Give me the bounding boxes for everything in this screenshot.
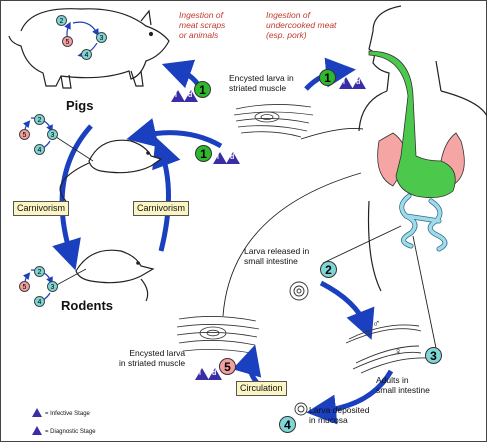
digestive-tract — [368, 50, 456, 199]
stage-4-circle: 4 — [279, 416, 296, 433]
pig-stage-4: 4 — [81, 49, 92, 60]
rodent-pig-cycle — [52, 118, 223, 271]
label-ingestion-meat: Ingestion of undercooked meat (esp. pork… — [266, 10, 337, 40]
diagnostic-stage-icon: d — [352, 77, 366, 89]
stage-2-circle: 2 — [320, 261, 337, 278]
muscle-tissue-bottom — [176, 316, 260, 354]
circulation-box: Circulation — [236, 381, 287, 396]
label-ingestion-scraps: Ingestion of meat scraps or animals — [179, 10, 226, 40]
pig-stage-5: 5 — [62, 36, 73, 47]
adult-worms — [345, 324, 427, 374]
diagnostic-stage-icon: d — [226, 152, 240, 164]
rat-top-stage-4: 4 — [34, 144, 45, 155]
pig-stage-2: 2 — [56, 15, 67, 26]
stage-1-middle: 1 — [195, 145, 212, 162]
small-intestine-fill — [399, 194, 447, 251]
rat-top — [59, 139, 163, 202]
stage-1-top-right: 1 — [319, 69, 336, 86]
legend-infective-icon — [32, 408, 42, 417]
male-symbol: ♂ — [372, 318, 381, 330]
pointer-lines — [222, 128, 437, 349]
carnivorism-box-left: Carnivorism — [13, 201, 70, 216]
larva-deposited-coil — [294, 402, 308, 416]
infective-stage-icon: i — [171, 90, 185, 102]
label-rodents: Rodents — [61, 298, 113, 313]
human-silhouette — [358, 5, 487, 292]
stage-5-circle: 5 — [219, 358, 236, 375]
infective-stage-icon: i — [195, 368, 209, 380]
label-pigs: Pigs — [66, 98, 94, 113]
label-encysted-bottom: Encysted larva in striated muscle — [119, 348, 186, 368]
rat-bottom-stage-5: 5 — [19, 281, 30, 292]
rat-top-stage-5: 5 — [19, 129, 30, 140]
label-encysted-top: Encysted larva in striated muscle — [229, 73, 294, 93]
larva-coil — [289, 281, 309, 301]
pig-stage-3: 3 — [96, 32, 107, 43]
female-symbol: ♀ — [394, 346, 403, 358]
rat-bottom-stage-2: 2 — [34, 266, 45, 277]
rat-bottom — [75, 249, 155, 302]
label-larva-released: Larva released in small intestine — [244, 246, 310, 266]
pig-illustration — [8, 8, 170, 89]
legend-diagnostic-label: = Diagnostic Stage — [45, 429, 96, 435]
muscle-tissue-top — [233, 104, 314, 138]
rat-bottom-stage-3: 3 — [47, 281, 58, 292]
rat-bottom-stage-4: 4 — [34, 296, 45, 307]
diagnostic-stage-icon: d — [208, 368, 222, 380]
rat-top-stage-2: 2 — [34, 114, 45, 125]
stage-3-circle: 3 — [425, 347, 442, 364]
legend-diagnostic-icon — [32, 426, 42, 435]
label-larva-deposited: Larva deposited in mucosa — [309, 405, 370, 425]
diagnostic-stage-icon: d — [184, 90, 198, 102]
stage-1-top-left: 1 — [194, 81, 211, 98]
label-adults: Adults in small intestine — [376, 375, 430, 395]
infective-stage-icon: i — [213, 152, 227, 164]
infective-stage-icon: i — [339, 77, 353, 89]
legend-infective-label: = Infective Stage — [45, 411, 90, 417]
carnivorism-box-right: Carnivorism — [133, 201, 190, 216]
rat-top-stage-3: 3 — [47, 129, 58, 140]
